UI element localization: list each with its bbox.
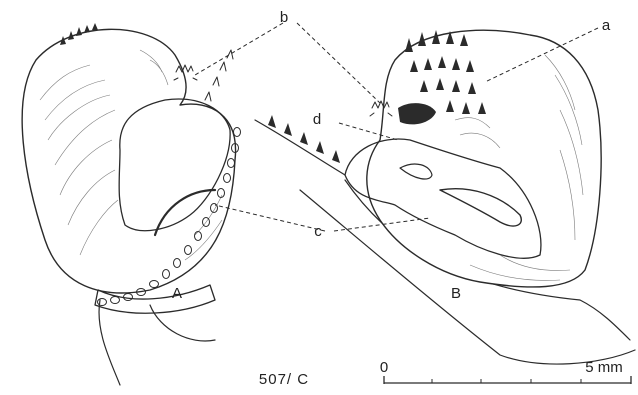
view-label-b: B — [451, 285, 461, 302]
callout-label-c: c — [314, 223, 322, 240]
callout-label-b: b — [280, 9, 288, 26]
view-b-drawing — [255, 30, 635, 364]
view-a-drawing — [22, 23, 240, 385]
callout-label-a: a — [602, 17, 611, 34]
scale-bar: 0 5 mm — [380, 359, 631, 384]
scale-end-label: 5 mm — [585, 359, 623, 376]
specimen-code: 507/ C — [259, 371, 309, 388]
view-label-a: A — [172, 285, 182, 302]
scale-start-label: 0 — [380, 359, 388, 376]
callout-label-d: d — [313, 111, 321, 128]
